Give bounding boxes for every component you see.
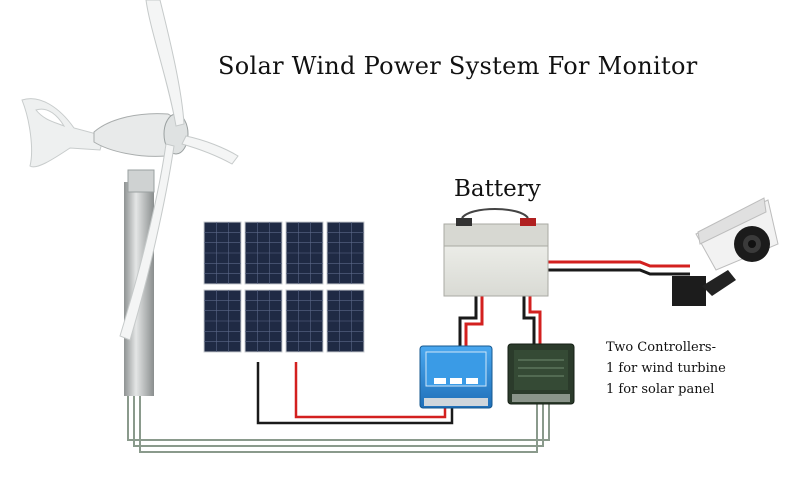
battery-cable [458,292,542,348]
note-line-1: Two Controllers- [606,340,716,355]
wind-turbine [21,0,239,396]
battery-label: Battery [454,176,541,202]
solar-cable [256,362,454,425]
solar-panel-array [203,221,365,353]
security-camera [672,197,779,306]
controller-notes: Two Controllers- 1 for wind turbine 1 fo… [606,337,726,400]
wind-charge-controller [507,343,575,405]
page-title: Solar Wind Power System For Monitor [218,52,698,80]
solar-charge-controller [419,345,493,409]
turbine-blade-bottom [119,143,175,341]
turbine-blade-right [181,135,239,165]
turbine-blade-top [145,0,185,127]
note-line-2: 1 for wind turbine [606,361,726,376]
note-line-3: 1 for solar panel [606,382,715,397]
turbine-tail-fin [21,98,105,168]
wind-cable [127,392,550,453]
battery [443,208,549,297]
camera-cable [548,260,690,276]
